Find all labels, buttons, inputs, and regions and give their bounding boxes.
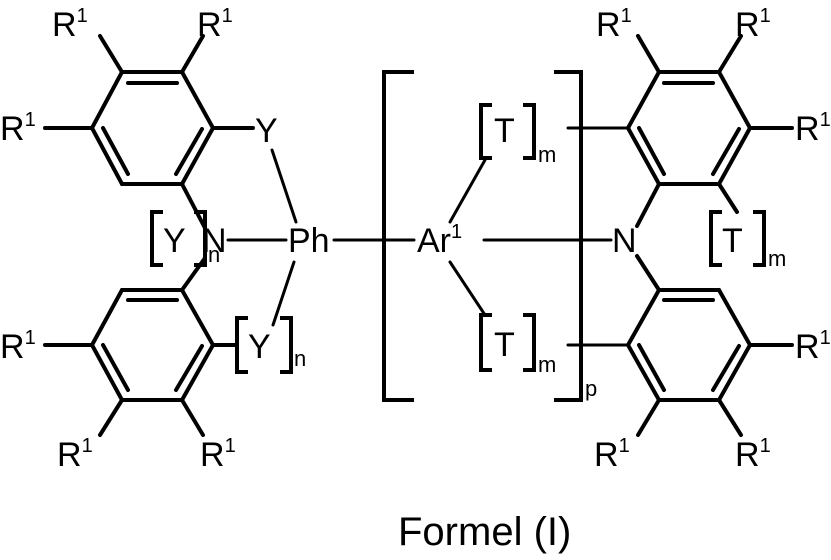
ar1-label: Ar1 [417,221,462,260]
right-upper-substituent-bonds [637,36,792,226]
formula-caption: Formel (I) [398,510,571,554]
r1-label-left-top-1: R1 [52,5,88,44]
right-lower-benzene-ring [628,290,750,400]
m-subscript-upper: m [538,142,556,167]
y-bracket-left-open [152,212,161,265]
right-lower-substituent-bonds [637,256,792,435]
r1-label-left-lower-mid: R1 [0,327,36,366]
ph-label: Ph [288,222,330,260]
p-subscript: p [585,376,597,401]
r1-label-left-top-2: R1 [197,5,233,44]
t-bracket-right-close [755,212,764,265]
left-upper-substituent-bonds [45,36,253,228]
right-upper-benzene-ring [628,72,750,184]
y-label-upper: Y [255,112,278,150]
r1-label-right-top-1: R1 [596,5,632,44]
nitrogen-label-right: N [612,222,637,260]
t-label-lower: T [494,326,515,364]
t-bracket-upper-open [481,105,490,158]
r1-label-left-bottom-2: R1 [200,435,236,474]
t-label-upper: T [494,112,515,150]
t-bracket-lower-open [481,315,490,370]
y-label-lower: Y [248,328,271,366]
r1-label-right-mid: R1 [795,109,831,148]
n-subscript-lower: n [294,346,306,371]
r1-label-left-bottom-1: R1 [57,435,93,474]
y-label-left: Y [163,222,186,260]
repeat-unit-bracket-open [384,72,412,400]
left-lower-substituent-bonds [45,258,236,435]
r1-label-right-lower-mid: R1 [795,327,831,366]
y-bracket-lower-open [237,318,246,372]
m-subscript-right: m [768,246,786,271]
t-label-right: T [722,222,743,260]
r1-label-right-top-2: R1 [735,5,771,44]
t-bracket-upper-close [525,105,534,158]
m-subscript-lower: m [538,352,556,377]
t-bracket-right-open [711,212,720,265]
left-lower-benzene-ring [92,290,213,400]
nitrogen-label-left: N [202,222,227,260]
t-bracket-lower-close [525,315,534,370]
r1-label-right-bottom-1: R1 [594,435,630,474]
r1-label-right-bottom-2: R1 [735,435,771,474]
y-bracket-lower-close [282,318,291,372]
repeat-unit-bracket-close [556,72,581,400]
r1-label-left-mid: R1 [0,109,36,148]
left-upper-benzene-ring [92,72,213,184]
